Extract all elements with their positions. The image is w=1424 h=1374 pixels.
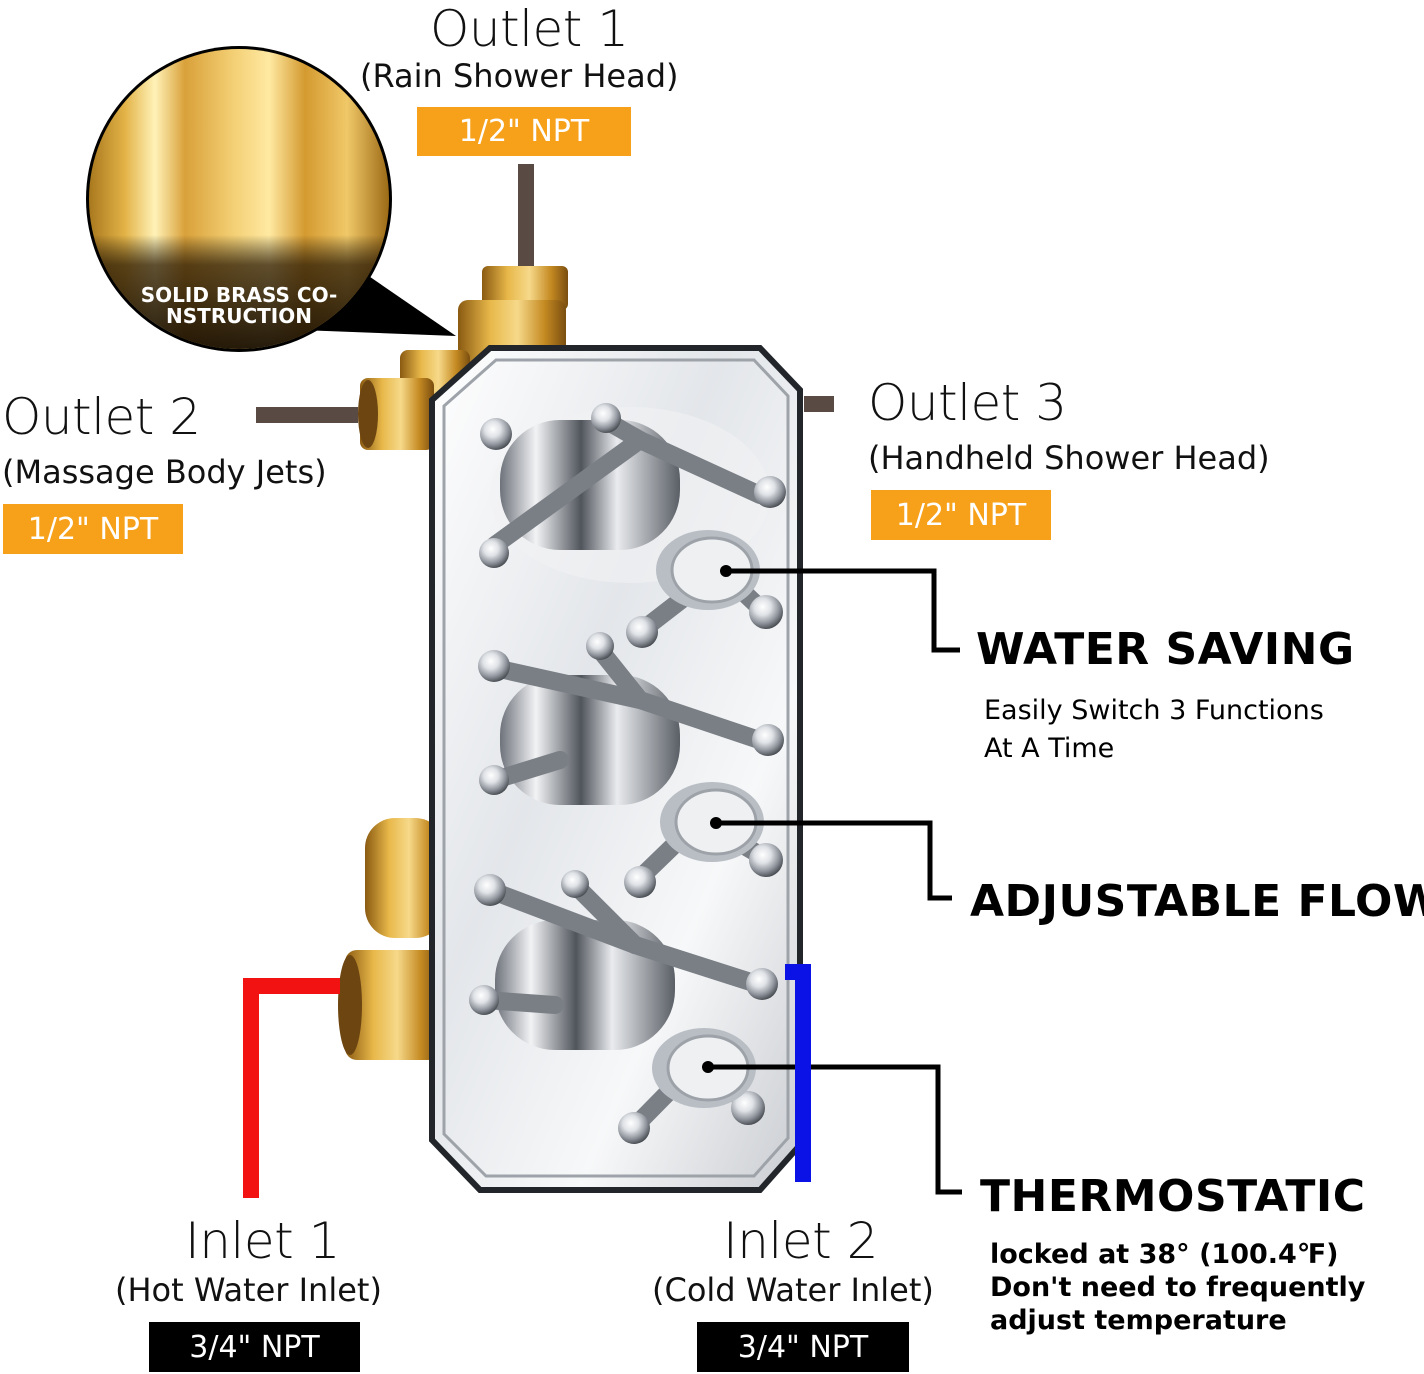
outlet3-title: Outlet 3: [868, 374, 1067, 432]
feature-water-saving-title: WATER SAVING: [976, 624, 1355, 675]
feature-leaders: [708, 568, 962, 1195]
hot-inlet-line: [243, 978, 340, 1198]
outlet2-title: Outlet 2: [2, 388, 201, 446]
feature-adjustable-flow-title: ADJUSTABLE FLOW: [970, 876, 1424, 927]
inlet2-spec: 3/4" NPT: [697, 1322, 909, 1372]
outlet3-spec: 1/2" NPT: [871, 490, 1051, 540]
feature-thermostatic-desc: locked at 38° (100.4℉) Don't need to fre…: [990, 1238, 1365, 1337]
outlet1-title: Outlet 1: [430, 0, 629, 58]
outlet3-connector: [804, 396, 834, 412]
outlet1-subtitle: (Rain Shower Head): [360, 57, 679, 95]
feature-thermostatic-line3: adjust temperature: [990, 1305, 1287, 1336]
inlet2-subtitle: (Cold Water Inlet): [652, 1271, 934, 1309]
inlet1-spec: 3/4" NPT: [149, 1322, 360, 1372]
outlet2-subtitle: (Massage Body Jets): [2, 453, 327, 491]
brass-badge-line2: NSTRUCTION: [166, 304, 312, 328]
feature-thermostatic-line1: locked at 38° (100.4℉): [990, 1239, 1339, 1270]
cold-inlet-line: [785, 964, 811, 1182]
feature-water-saving-desc: Easily Switch 3 Functions At A Time: [984, 692, 1324, 768]
brass-badge-line1: SOLID BRASS CO-: [140, 283, 338, 307]
outlet1-connector: [518, 164, 534, 274]
feature-thermostatic-line2: Don't need to frequently: [990, 1272, 1366, 1303]
outlet2-connector: [256, 407, 358, 423]
feature-water-saving-line2: At A Time: [984, 733, 1115, 764]
inlet1-title: Inlet 1: [185, 1212, 340, 1270]
feature-water-saving-line1: Easily Switch 3 Functions: [984, 695, 1324, 726]
inlet2-title: Inlet 2: [723, 1212, 878, 1270]
brass-badge-label: SOLID BRASS CO- NSTRUCTION: [139, 285, 339, 327]
handle-top: [479, 403, 786, 648]
outlet3-subtitle: (Handheld Shower Head): [868, 439, 1270, 477]
inlet1-subtitle: (Hot Water Inlet): [115, 1271, 382, 1309]
feature-thermostatic-title: THERMOSTATIC: [980, 1171, 1366, 1222]
outlet2-spec: 1/2" NPT: [3, 504, 183, 554]
outlet1-spec: 1/2" NPT: [417, 107, 631, 156]
